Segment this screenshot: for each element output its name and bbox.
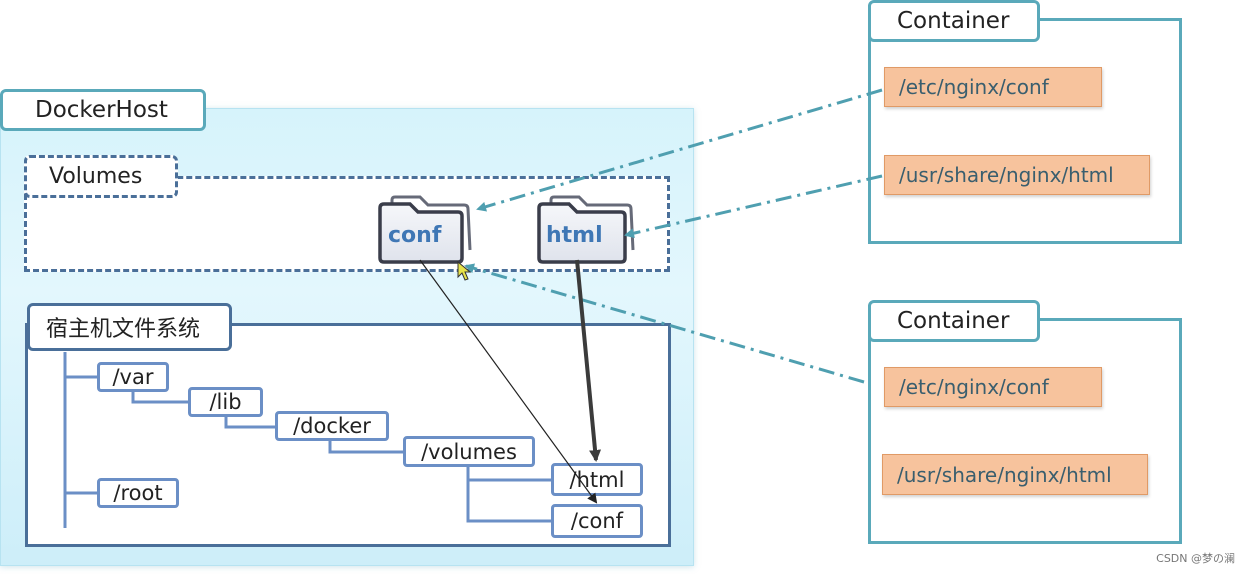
container-1-title: Container	[868, 0, 1040, 42]
container-1-conf-path: /etc/nginx/conf	[884, 67, 1102, 107]
cursor-icon	[457, 260, 472, 281]
html-host-arrow	[575, 259, 602, 462]
tree-node-html: /html	[551, 463, 643, 496]
tree-node-root: /root	[97, 478, 179, 508]
tree-node-conf: /conf	[551, 504, 643, 538]
folder-icon	[537, 195, 635, 264]
container-2-conf-arrow	[464, 263, 865, 384]
tree-node-lib: /lib	[188, 387, 263, 417]
host-filesystem-title: 宿主机文件系统	[27, 303, 232, 351]
tree-node-volumes: /volumes	[403, 436, 535, 467]
folder-icon	[378, 195, 472, 264]
container-2-html-path: /usr/share/nginx/html	[882, 454, 1148, 495]
tree-node-docker: /docker	[275, 411, 389, 441]
container-1-html-arrow	[624, 174, 883, 239]
folder-conf-label: conf	[388, 223, 442, 248]
container-1-conf-arrow	[476, 88, 883, 212]
watermark: CSDN @梦の澜	[1156, 552, 1235, 565]
container-2-conf-path: /etc/nginx/conf	[884, 367, 1102, 407]
container-2-title: Container	[868, 300, 1040, 342]
folder-html-label: html	[546, 223, 603, 248]
volumes-title: Volumes	[24, 155, 178, 198]
container-2-region	[868, 318, 1182, 544]
conf-host-arrow	[419, 259, 598, 504]
tree-node-var: /var	[97, 362, 169, 392]
docker-host-title: DockerHost	[0, 89, 206, 131]
container-1-html-path: /usr/share/nginx/html	[884, 155, 1150, 195]
